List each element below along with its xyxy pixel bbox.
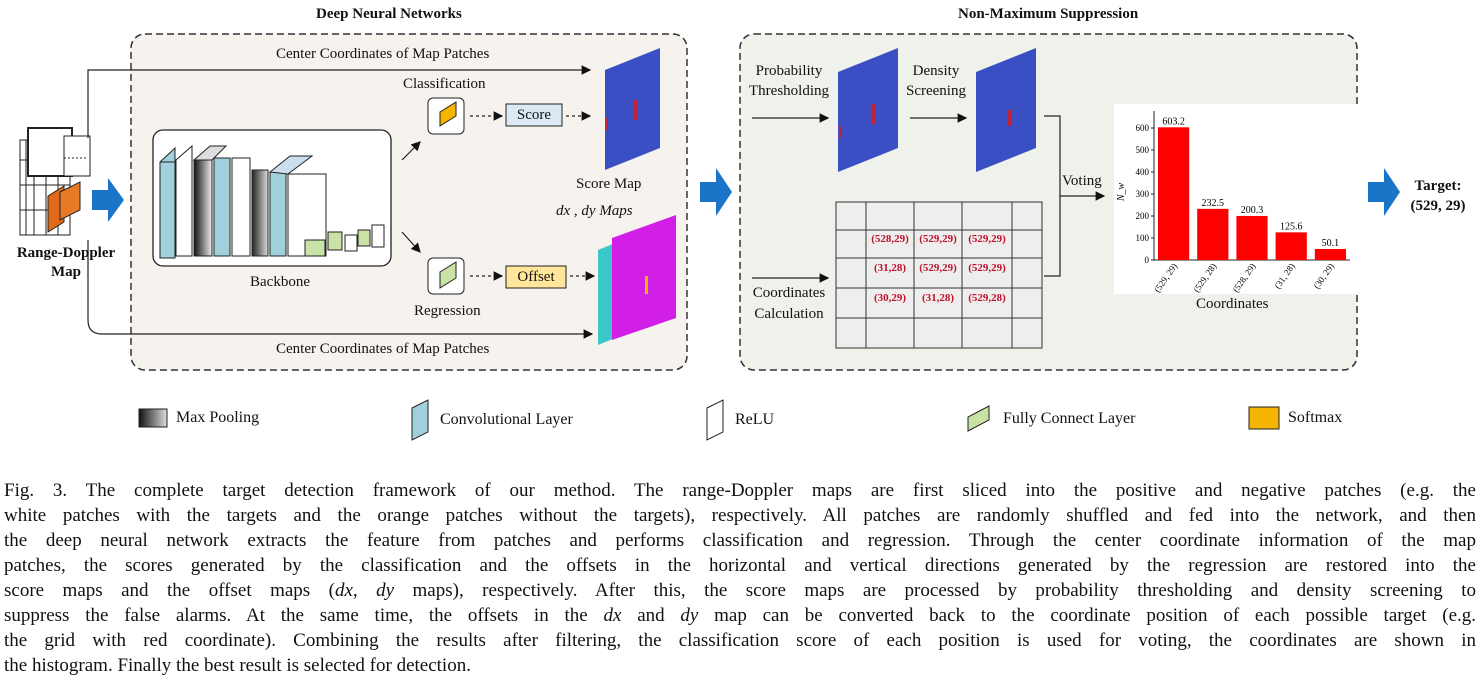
legend-fc: Fully Connect Layer	[965, 403, 1135, 435]
dxdy-maps-label: dx , dy Maps	[556, 203, 633, 219]
voting-label: Voting	[1062, 173, 1102, 189]
range-doppler-input	[19, 127, 91, 236]
legend-max-pooling-label: Max Pooling	[176, 409, 260, 426]
diagram-canvas	[19, 33, 1400, 371]
target-value: (529, 29)	[1410, 198, 1466, 214]
offset-box	[505, 265, 567, 289]
coord-calc-2: Calculation	[754, 306, 824, 322]
input-arrow	[92, 178, 124, 222]
grid-cell: (30,29)	[873, 292, 907, 304]
x-tick-label: (31, 28)	[1272, 261, 1297, 290]
grid-cell: (529,29)	[919, 262, 957, 274]
bar-value-label: 50.1	[1322, 238, 1340, 249]
legend-softmax-label: Softmax	[1288, 409, 1343, 426]
legend-fc-label: Fully Connect Layer	[1003, 410, 1136, 427]
histogram-bar	[1314, 248, 1346, 260]
caption-line-7: the grid with red coordinate). Combining…	[4, 630, 1476, 651]
score-label: Score	[516, 107, 552, 123]
caption-line-4: patches, the scores generated by the cla…	[4, 555, 1476, 576]
histogram-bar	[1236, 215, 1268, 260]
nms-title: Non-Maximum Suppression	[958, 6, 1139, 22]
legend-softmax: Softmax	[1248, 406, 1342, 430]
fc-swatch-icon	[967, 405, 990, 432]
legend-relu: ReLU	[705, 398, 774, 442]
conv-swatch-icon	[411, 399, 429, 441]
y-tick-label: 500	[1136, 145, 1150, 155]
relu-swatch-icon	[706, 399, 724, 441]
backbone-layers	[159, 144, 385, 259]
score-map-label: Score Map	[576, 176, 642, 192]
grid-cell: (31,28)	[921, 292, 955, 304]
thresholded-map	[838, 48, 898, 172]
caption-line-2: white patches with the targets and the o…	[4, 505, 1476, 526]
center-coords-top: Center Coordinates of Map Patches	[276, 46, 490, 62]
y-tick-label: 200	[1136, 211, 1150, 221]
x-tick-label: (30, 29)	[1311, 261, 1336, 290]
density-1: Density	[912, 63, 960, 79]
y-tick-label: 100	[1136, 233, 1150, 243]
bar-value-label: 232.5	[1202, 198, 1225, 209]
x-tick-label: (529, 29)	[1152, 261, 1179, 294]
legend-conv: Convolutional Layer	[410, 398, 573, 442]
offset-label: Offset	[517, 269, 555, 285]
score-map	[605, 48, 660, 170]
grid-cell: (529,29)	[919, 233, 957, 245]
y-tick-label: 0	[1145, 255, 1150, 265]
bar-value-label: 200.3	[1241, 205, 1264, 216]
figure-caption: Fig. 3. The complete target detection fr…	[4, 478, 1476, 678]
regression-label: Regression	[414, 303, 481, 319]
histogram-bar	[1158, 127, 1190, 261]
histogram-bar	[1275, 232, 1307, 260]
input-label-1: Range-Doppler	[16, 245, 116, 261]
offset-map	[612, 215, 676, 340]
grid-cell: (529,29)	[968, 262, 1006, 274]
y-axis-label: N_w	[1116, 183, 1127, 203]
center-coords-bottom: Center Coordinates of Map Patches	[276, 341, 490, 357]
coord-grid	[835, 201, 1043, 349]
prob-thresh-1: Probability	[755, 63, 823, 79]
coord-calc-1: Coordinates	[752, 285, 826, 301]
backbone-label: Backbone	[250, 274, 310, 290]
mid-arrow	[700, 168, 732, 216]
caption-line-3: the deep neural network extracts the fea…	[4, 530, 1476, 551]
y-tick-label: 600	[1136, 123, 1150, 133]
grid-cell: (529,28)	[968, 292, 1006, 304]
y-tick-label: 400	[1136, 167, 1150, 177]
target-label: Target:	[1414, 178, 1462, 194]
histogram-panel	[1114, 104, 1358, 294]
x-tick-label: (529, 28)	[1191, 261, 1218, 294]
y-tick-label: 300	[1136, 189, 1150, 199]
classification-label: Classification	[403, 76, 486, 92]
bar-value-label: 125.6	[1280, 221, 1303, 232]
caption-line-6: suppress the false alarms. At the same t…	[4, 605, 1477, 626]
density-2: Screening	[906, 83, 966, 99]
histogram-bar	[1197, 208, 1229, 260]
screened-map	[976, 48, 1036, 172]
output-arrow	[1368, 168, 1400, 216]
softmax-swatch-icon	[1248, 406, 1280, 430]
caption-line-8: the histogram. Finally the best result i…	[4, 655, 471, 676]
x-tick-label: (528, 29)	[1231, 261, 1258, 294]
legend-relu-label: ReLU	[735, 411, 775, 428]
input-label-2: Map	[51, 264, 81, 280]
prob-thresh-2: Thresholding	[749, 83, 829, 99]
caption-line-1: Fig. 3. The complete target detection fr…	[4, 480, 1476, 501]
caption-line-5: score maps and the offset maps (dx, dy m…	[4, 580, 1476, 601]
histogram-x-label: Coordinates	[1196, 296, 1269, 312]
max-pooling-swatch-icon	[138, 408, 168, 428]
grid-cell: (31,28)	[873, 262, 907, 274]
score-box	[505, 103, 563, 127]
legend-conv-label: Convolutional Layer	[440, 411, 573, 428]
grid-cell: (528,29)	[871, 233, 909, 245]
grid-cell: (529,29)	[968, 233, 1006, 245]
legend-max-pooling: Max Pooling	[138, 408, 259, 428]
bar-value-label: 603.2	[1162, 116, 1185, 127]
dnn-title: Deep Neural Networks	[316, 6, 462, 22]
